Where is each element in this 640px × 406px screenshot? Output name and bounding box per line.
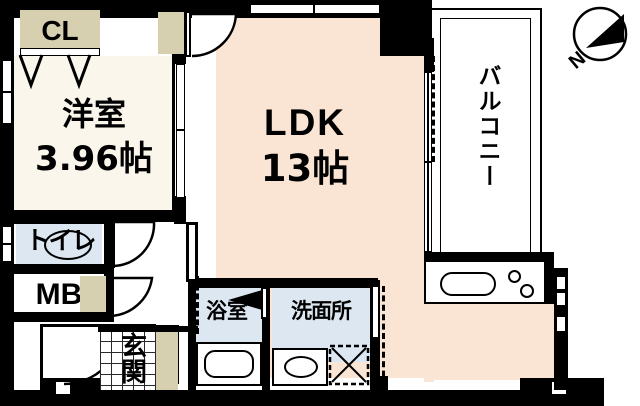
genkan-shoe-box-fill (156, 332, 178, 390)
toilet-bowl-icon (44, 230, 92, 260)
closet-cl-fill (20, 10, 100, 52)
mb-label: MB (35, 278, 83, 311)
mb-wall-right (104, 274, 114, 322)
ldk-floor-right-low (424, 252, 434, 382)
ldk-name-label: LDK (263, 102, 347, 143)
exterior-wall-bottom (0, 390, 604, 406)
washitsu-sliding-door-2[interactable] (176, 130, 185, 198)
window-right-lower-1 (556, 276, 566, 290)
kitchen-counter-top-wall (424, 252, 554, 262)
ldk-size-label: 13帖 (260, 147, 350, 190)
toilet-wall-bottom (14, 264, 114, 274)
washitsu-window-left[interactable] (2, 60, 12, 92)
toilet-wall-right (104, 216, 114, 274)
ldk-entry-door-swing-icon[interactable] (185, 11, 242, 58)
balcony-threshold-dashed (432, 56, 435, 162)
bath-wall-left (188, 280, 196, 390)
hall-door-dashed-threshold (196, 276, 199, 334)
ldk-top-window-2[interactable] (314, 4, 380, 14)
ldk-floor-right-extension (384, 38, 424, 378)
balcony-door-rail (427, 72, 429, 252)
balcony-floor (430, 8, 542, 260)
balcony-inner-line-top (440, 18, 531, 19)
balcony-inner-line-right (530, 18, 531, 252)
ldk-top-window[interactable] (250, 4, 314, 14)
washitsu-name-label: 洋室 (61, 95, 126, 133)
shoe-closet-fill (80, 276, 106, 312)
washitsu-floor (14, 56, 174, 216)
washbasin-icon (284, 356, 318, 378)
ldk-floor-upper-right (216, 18, 388, 38)
toilet-window-2[interactable] (2, 244, 12, 262)
genkan-wall-top (98, 326, 198, 332)
toilet-door-swing-icon[interactable] (110, 220, 164, 276)
washitsu-door-rail (172, 18, 175, 210)
washitsu-window-left-2[interactable] (2, 92, 12, 124)
washroom-threshold-dashed (382, 286, 385, 386)
bathtub-icon (204, 350, 254, 378)
wall-stub-ldk-bottom-left (378, 376, 388, 390)
closet-cl-folding-door-icon (18, 54, 92, 90)
window-right-lower-2 (556, 292, 566, 306)
bath-label: 浴室 (206, 299, 248, 323)
exterior-wall-top-right (380, 0, 432, 56)
hall-sliding-door[interactable] (188, 224, 196, 280)
north-arrow-icon: N (565, 6, 628, 74)
washitsu-size-label: 3.96帖 (35, 139, 153, 179)
kitchen-counter-right-wall (544, 252, 554, 304)
toilet-window[interactable] (2, 226, 12, 244)
balcony-label: バルコニー (474, 64, 500, 189)
bath-wall-right (262, 286, 270, 390)
toilet-wall-top (14, 216, 114, 224)
bath-folding-door-icon[interactable] (226, 287, 268, 319)
bath-wall-top (196, 278, 378, 288)
top-closet-fill (158, 12, 184, 54)
stove-burner-icon-1 (508, 270, 521, 283)
stove-burner-icon-2 (520, 284, 534, 298)
window-bottom-right-tick-1[interactable] (556, 316, 566, 332)
genkan-label-2: 関 (120, 358, 147, 388)
balcony-inner-line (440, 18, 441, 252)
mb-wall-bottom (14, 312, 114, 322)
kitchen-sink (440, 272, 496, 296)
washroom-label: 洗面所 (291, 299, 352, 323)
exterior-wall-right-ldk (424, 38, 434, 72)
closet-cl-door-track[interactable] (20, 48, 100, 56)
shoe-closet-door-swing-icon[interactable] (106, 276, 162, 318)
washroom-door-panel[interactable] (372, 286, 379, 338)
closet-cl-label: CL (41, 15, 79, 46)
washing-machine-space-icon (328, 344, 370, 386)
washitsu-sliding-door-1[interactable] (176, 64, 185, 130)
genkan-label-1: 玄 (120, 332, 147, 362)
